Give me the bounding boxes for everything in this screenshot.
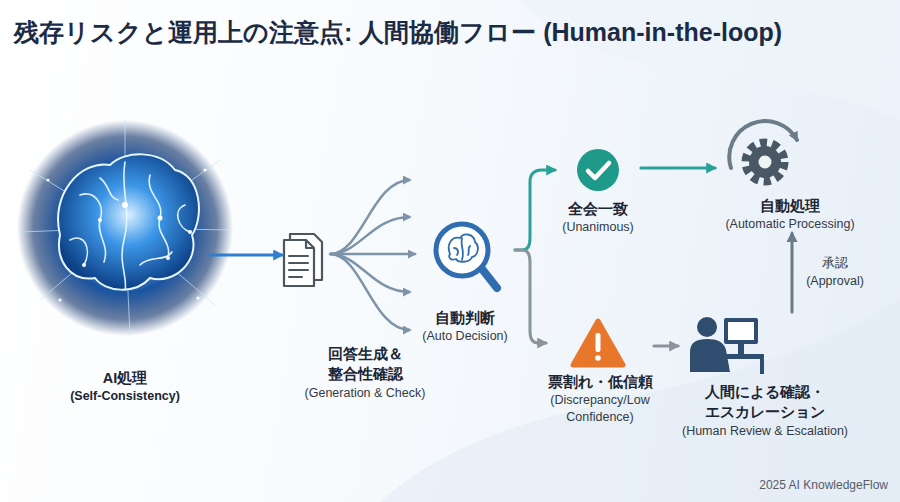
node-title: AI処理	[40, 368, 210, 388]
flow-connector	[791, 233, 794, 312]
node-title: 自動判断	[415, 308, 515, 328]
diagram-title: 残存リスクと運用上の注意点: 人間協働フロー (Human-in-the-loo…	[14, 16, 782, 49]
automatic-processing-node: 自動処理(Automatic Processing)	[715, 128, 865, 233]
node-title: 票割れ・低信頼	[546, 372, 654, 392]
flow-connector	[210, 253, 282, 256]
node-subtitle: (Generation & Check)	[295, 385, 435, 402]
unanimous-node: 全会一致(Unanimous)	[555, 147, 641, 236]
node-title: 回答生成＆ 整合性確認	[295, 344, 435, 385]
flow-connector	[330, 253, 415, 256]
node-caption: 回答生成＆ 整合性確認(Generation & Check)	[295, 344, 435, 401]
flow-connector	[654, 344, 678, 347]
node-title: 全会一致	[555, 199, 641, 219]
flow-connector	[641, 166, 715, 169]
node-subtitle: (Human Review & Escalation)	[678, 423, 852, 440]
flow-connector	[515, 170, 555, 250]
auto-decision-node: 自動判断(Auto Decision)	[415, 220, 515, 345]
generation-check-node: 回答生成＆ 整合性確認(Generation & Check)	[282, 230, 324, 288]
node-subtitle: (Unanimous)	[555, 219, 641, 236]
human-review-node: 人間による確認・ エスカレーション(Human Review & Escalat…	[678, 312, 852, 439]
node-title: 自動処理	[715, 196, 865, 216]
footer-credit: 2025 AI KnowledgeFlow	[759, 478, 888, 492]
node-subtitle: (Self-Consistency)	[40, 388, 210, 405]
ai-process-node: AI処理(Self-Consistency)	[40, 130, 210, 405]
node-subtitle: (Discrepancy/Low Confidence)	[546, 392, 654, 426]
connector-label: 承認 (Approval)	[800, 255, 870, 290]
node-subtitle: (Automatic Processing)	[715, 216, 865, 233]
flow-connector	[515, 250, 546, 343]
node-title: 人間による確認・ エスカレーション	[678, 382, 852, 423]
discrepancy-node: 票割れ・低信頼(Discrepancy/Low Confidence)	[546, 318, 654, 426]
node-subtitle: (Auto Decision)	[415, 328, 515, 345]
